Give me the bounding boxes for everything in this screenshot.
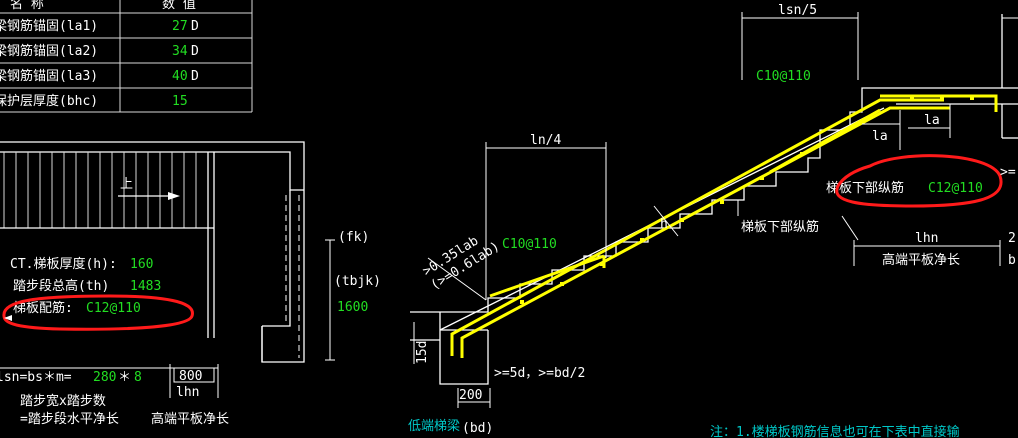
lsn-formula: lsn=bs＊m= <box>0 370 72 385</box>
row-value[interactable]: 27 <box>172 19 188 34</box>
top-rebar-line <box>880 94 998 112</box>
thickness-label: CT.梯板厚度(h): <box>10 256 117 272</box>
min-length-note: >=5d，>=bd/2 <box>494 366 585 381</box>
rebar-value[interactable]: C12@110 <box>86 301 141 316</box>
row-unit: D <box>191 69 199 84</box>
bottom-rebar-label: 梯板下部纵筋 <box>826 180 904 196</box>
row-value[interactable]: 15 <box>172 94 188 109</box>
bd-label: (bd) <box>462 421 493 436</box>
row-value[interactable]: 34 <box>172 44 188 59</box>
tbjk-label: (tbjk) <box>334 274 381 289</box>
ln4-dim: ln/4 <box>530 133 561 148</box>
lsn-m-value[interactable]: 8 <box>134 370 142 385</box>
la-dim: la <box>924 113 940 128</box>
note-net-length: =踏步段水平净长 <box>20 412 119 427</box>
bottom-rebar-label: 梯板下部纵筋 <box>741 219 819 235</box>
note-steps: 踏步宽x踏步数 <box>20 393 106 409</box>
lhn-value[interactable]: 800 <box>179 369 202 384</box>
thickness-value[interactable]: 160 <box>130 257 153 272</box>
low-beam-label: 低端梯梁 <box>408 419 460 434</box>
row-value[interactable]: 40 <box>172 69 188 84</box>
height-label: 踏步段总高(th) <box>13 278 109 294</box>
note-high-platform: 高端平板净长 <box>151 411 229 427</box>
up-label: 上 <box>120 177 133 192</box>
rebar-highlight <box>2 294 194 331</box>
bottom-rebar-line <box>460 106 950 358</box>
right-edge-value: 2 <box>1008 231 1016 246</box>
tbjk-value[interactable]: 1600 <box>337 300 368 315</box>
row-name: 保护层厚度(bhc) <box>0 93 98 109</box>
top-rebar-line <box>769 108 881 174</box>
table-header-value: 数 值 <box>162 0 196 12</box>
right-ge-label: >= <box>1000 165 1016 180</box>
lsn5-dim: lsn/5 <box>778 3 817 18</box>
table-header-name: 名 称 <box>10 0 44 12</box>
h-dim: h <box>660 217 668 232</box>
row-name: 梁钢筋锚固(la3) <box>0 68 98 84</box>
stair-plan: 上 CT.梯板厚度(h): 160 踏步段总高(th) 1483 梯板配筋: C… <box>0 141 381 427</box>
fk-label: (fk) <box>338 230 369 245</box>
row-name: 梁钢筋锚固(la1) <box>0 18 98 34</box>
lsn-bs-value[interactable]: 280 <box>93 370 116 385</box>
dim-15d: 15d <box>415 341 430 364</box>
lhn-label: lhn <box>176 385 199 400</box>
footer-note: 注：1.楼梯板钢筋信息也可在下表中直接输 <box>710 424 960 438</box>
bottom-rebar-highlight <box>835 154 1003 208</box>
lsn-star: ＊ <box>118 370 131 385</box>
stair-section: lsn/5 C10@110 ln/4 C10@110 la la h 梯板下部纵… <box>408 3 1018 436</box>
row-unit: D <box>191 44 199 59</box>
bottom-rebar-value[interactable]: C12@110 <box>928 181 983 196</box>
top-rebar-line <box>489 254 605 298</box>
high-platform-label: 高端平板净长 <box>882 252 960 268</box>
bottom-rebar-line <box>450 98 944 356</box>
height-value[interactable]: 1483 <box>130 279 161 294</box>
la-dim: la <box>872 129 888 144</box>
c10-top-label: C10@110 <box>756 69 811 84</box>
dim-200: 200 <box>459 388 482 403</box>
row-name: 梁钢筋锚固(la2) <box>0 43 98 59</box>
c10-mid-label: C10@110 <box>502 237 557 252</box>
parameter-table: 名 称 数 值 梁钢筋锚固(la1) 27 D 梁钢筋锚固(la2) 34 D … <box>0 0 253 113</box>
right-edge-label: b <box>1008 253 1016 268</box>
lhn-dim: lhn <box>915 231 938 246</box>
rebar-label: 梯板配筋: <box>13 300 73 316</box>
row-unit: D <box>191 19 199 34</box>
